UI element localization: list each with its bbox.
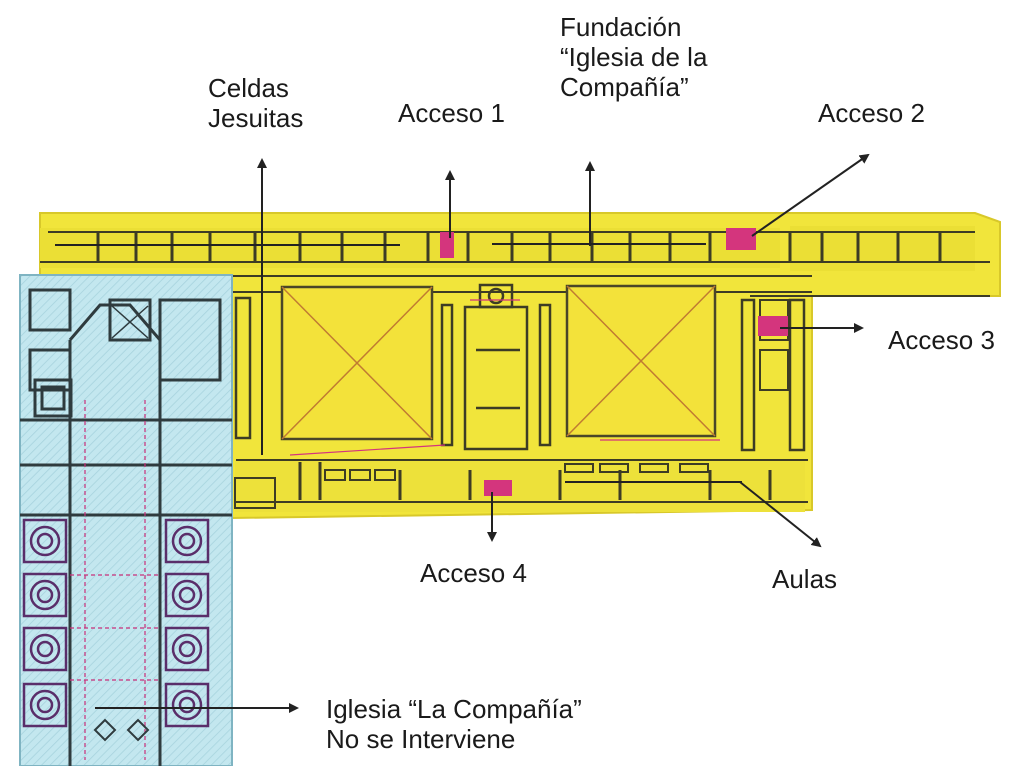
courtyard-east: [565, 284, 717, 438]
label-iglesia-line2: No se Interviene: [326, 724, 516, 754]
label-celdas-jesuitas: Celdas Jesuitas: [208, 73, 303, 133]
label-iglesia-line1: Iglesia “La Compañía”: [326, 694, 582, 724]
chapels-left: [22, 518, 68, 728]
label-celdas-line2: Jesuitas: [208, 103, 304, 133]
label-fundacion: Fundación “Iglesia de la Compañía”: [560, 12, 707, 102]
chapels-right: [164, 518, 210, 728]
arrow-acceso-2: [751, 153, 870, 237]
label-acceso-4: Acceso 4: [420, 558, 527, 588]
label-acceso-2: Acceso 2: [818, 98, 925, 128]
label-aulas: Aulas: [772, 564, 838, 594]
label-fundacion-line2: “Iglesia de la: [560, 42, 708, 72]
label-fundacion-line1: Fundación: [560, 12, 682, 42]
college-building: [39, 212, 1001, 520]
label-acceso-3: Acceso 3: [888, 325, 995, 355]
label-iglesia: Iglesia “La Compañía” No se Interviene: [326, 694, 582, 754]
label-fundacion-line3: Compañía”: [560, 72, 689, 102]
label-acceso-1: Acceso 1: [398, 98, 505, 128]
arrow-aulas: [739, 481, 822, 548]
courtyard-west: [280, 285, 434, 441]
church-building: [19, 274, 233, 767]
label-celdas-line1: Celdas: [208, 73, 289, 103]
annotation-lines: [55, 153, 870, 713]
